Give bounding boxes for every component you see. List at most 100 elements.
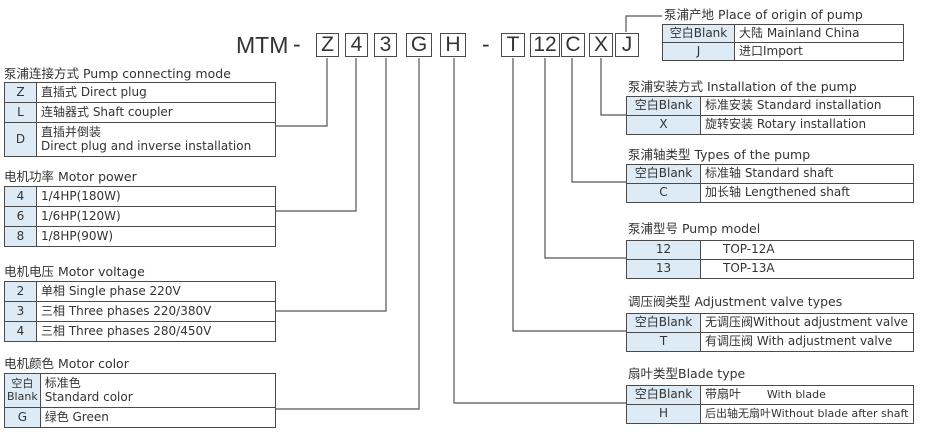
table-row: J 进口Import: [662, 42, 904, 61]
pump-model-table: 12 TOP-12A 13 TOP-13A: [626, 240, 914, 279]
table-row: 空白Blank 标准安装 Standard installation: [626, 96, 914, 116]
connector-pump-connecting: [276, 58, 328, 127]
option-desc: 三相 Three phases 220/380V: [36, 301, 276, 322]
option-code: J: [662, 42, 735, 61]
option-desc: 后出轴无扇叶Without blade after shaft: [700, 404, 914, 424]
option-desc: TOP-13A: [700, 259, 914, 279]
option-code: 12: [626, 240, 701, 260]
option-desc-line: Standard color: [44, 389, 133, 404]
option-code: T: [626, 332, 701, 352]
option-desc: 绿色 Green: [39, 407, 277, 428]
option-code: 3: [4, 301, 37, 322]
option-code: 空白Blank: [626, 96, 701, 116]
code-pump-model: 12: [530, 33, 560, 57]
option-desc: 1/8HP(90W): [36, 226, 276, 247]
pump-connecting-table: Z 直插式 Direct plug L 连轴器式 Shaft coupler D…: [4, 82, 276, 157]
option-desc: 直插并倒装 Direct plug and inverse installati…: [36, 122, 276, 157]
motor-voltage-table: 2 单相 Single phase 220V 3 三相 Three phases…: [4, 281, 276, 342]
option-desc: 连轴器式 Shaft coupler: [36, 102, 276, 123]
option-desc: 标准色 Standard color: [39, 373, 277, 408]
installation-title: 泵浦安装方式 Installation of the pump: [628, 79, 857, 94]
table-row: 空白Blank 标准轴 Standard shaft: [626, 164, 914, 184]
pump-connecting-title: 泵浦连接方式 Pump connecting mode: [4, 66, 231, 81]
code-blade: H: [440, 33, 466, 57]
option-desc: 有调压阀 With adjustment valve: [700, 332, 914, 352]
option-desc: 1/4HP(180W): [36, 186, 276, 207]
table-row: Z 直插式 Direct plug: [4, 82, 276, 103]
option-code: 13: [626, 259, 701, 279]
option-desc: 大陆 Mainland China: [734, 24, 904, 43]
code-shaft: C: [561, 33, 585, 57]
option-code: 4: [4, 321, 37, 342]
origin-table: 空白Blank 大陆 Mainland China J 进口Import: [662, 24, 904, 61]
table-row: D 直插并倒装 Direct plug and inverse installa…: [4, 122, 276, 157]
model-dash-1: -: [293, 31, 301, 57]
pump-shaft-title: 泵浦轴类型 Types of the pump: [628, 147, 811, 162]
option-code: H: [626, 404, 701, 424]
table-row: H 后出轴无扇叶Without blade after shaft: [626, 404, 914, 424]
table-row: 空白Blank 大陆 Mainland China: [662, 24, 904, 43]
motor-color-table: 空白 Blank 标准色 Standard color G 绿色 Green: [4, 373, 277, 428]
code-install: X: [589, 33, 613, 57]
option-desc: 1/6HP(120W): [36, 206, 276, 227]
table-row: L 连轴器式 Shaft coupler: [4, 102, 276, 123]
option-desc: 带扇叶 With blade: [700, 385, 914, 405]
table-row: 12 TOP-12A: [626, 240, 914, 260]
option-code: 空白Blank: [626, 164, 701, 184]
option-desc-line: 标准色: [44, 376, 81, 391]
origin-title: 泵浦产地 Place of origin of pump: [664, 7, 863, 22]
option-code: C: [626, 183, 701, 203]
option-desc-line: Direct plug and inverse installation: [41, 138, 252, 153]
table-row: C 加长轴 Lengthened shaft: [626, 183, 914, 203]
motor-power-title: 电机功率 Motor power: [4, 169, 137, 184]
option-desc: 直插式 Direct plug: [36, 82, 276, 103]
option-code: 2: [4, 281, 37, 302]
option-code: 6: [4, 206, 37, 227]
blade-table: 空白Blank 带扇叶 With blade H 后出轴无扇叶Without b…: [626, 385, 914, 424]
code-voltage: 3: [374, 33, 397, 57]
pump-model-title: 泵浦型号 Pump model: [628, 221, 761, 236]
connector-pump-shaft: [571, 58, 626, 183]
code-color: G: [406, 33, 432, 57]
option-code-line: 空白: [11, 377, 34, 391]
table-row: 空白Blank 带扇叶 With blade: [626, 385, 914, 405]
option-code: 空白Blank: [662, 24, 735, 43]
motor-power-table: 4 1/4HP(180W) 6 1/6HP(120W) 8 1/8HP(90W): [4, 186, 276, 247]
table-row: 空白Blank 无调压阀Without adjustment valve: [626, 313, 914, 333]
option-desc: 加长轴 Lengthened shaft: [700, 183, 914, 203]
model-dash-2: -: [482, 31, 490, 57]
option-code: G: [4, 407, 41, 428]
table-row: X 旋转安装 Rotary installation: [626, 115, 914, 135]
valve-table: 空白Blank 无调压阀Without adjustment valve T 有…: [626, 313, 914, 352]
code-power: 4: [345, 33, 368, 57]
table-row: 2 单相 Single phase 220V: [4, 281, 276, 302]
motor-color-title: 电机颜色 Motor color: [4, 356, 129, 371]
motor-voltage-title: 电机电压 Motor voltage: [4, 264, 145, 279]
option-code: 空白Blank: [626, 313, 701, 333]
blade-title: 扇叶类型Blade type: [628, 366, 746, 381]
option-desc-en: With blade: [766, 388, 826, 402]
connector-blade-type: [453, 58, 626, 404]
code-valve: T: [501, 33, 525, 57]
table-row: T 有调压阀 With adjustment valve: [626, 332, 914, 352]
option-desc: TOP-12A: [700, 240, 914, 260]
table-row: 4 三相 Three phases 280/450V: [4, 321, 276, 342]
connector-origin: [625, 15, 662, 32]
option-code-line: Blank: [7, 389, 38, 403]
option-desc-line: 直插并倒装: [41, 125, 102, 140]
connector-pump-model: [544, 58, 626, 259]
table-row: 4 1/4HP(180W): [4, 186, 276, 207]
option-code: 空白 Blank: [4, 373, 41, 408]
option-code: L: [4, 102, 37, 123]
connector-motor-voltage: [276, 58, 387, 312]
option-desc: 旋转安装 Rotary installation: [700, 115, 914, 135]
connector-installation: [600, 58, 626, 116]
option-desc: 无调压阀Without adjustment valve: [700, 313, 914, 333]
table-row: 6 1/6HP(120W): [4, 206, 276, 227]
option-desc: 标准安装 Standard installation: [700, 96, 914, 116]
option-desc: 三相 Three phases 280/450V: [36, 321, 276, 342]
table-row: 8 1/8HP(90W): [4, 226, 276, 247]
valve-title: 调压阀类型 Adjustment valve types: [628, 294, 843, 309]
table-row: 13 TOP-13A: [626, 259, 914, 279]
